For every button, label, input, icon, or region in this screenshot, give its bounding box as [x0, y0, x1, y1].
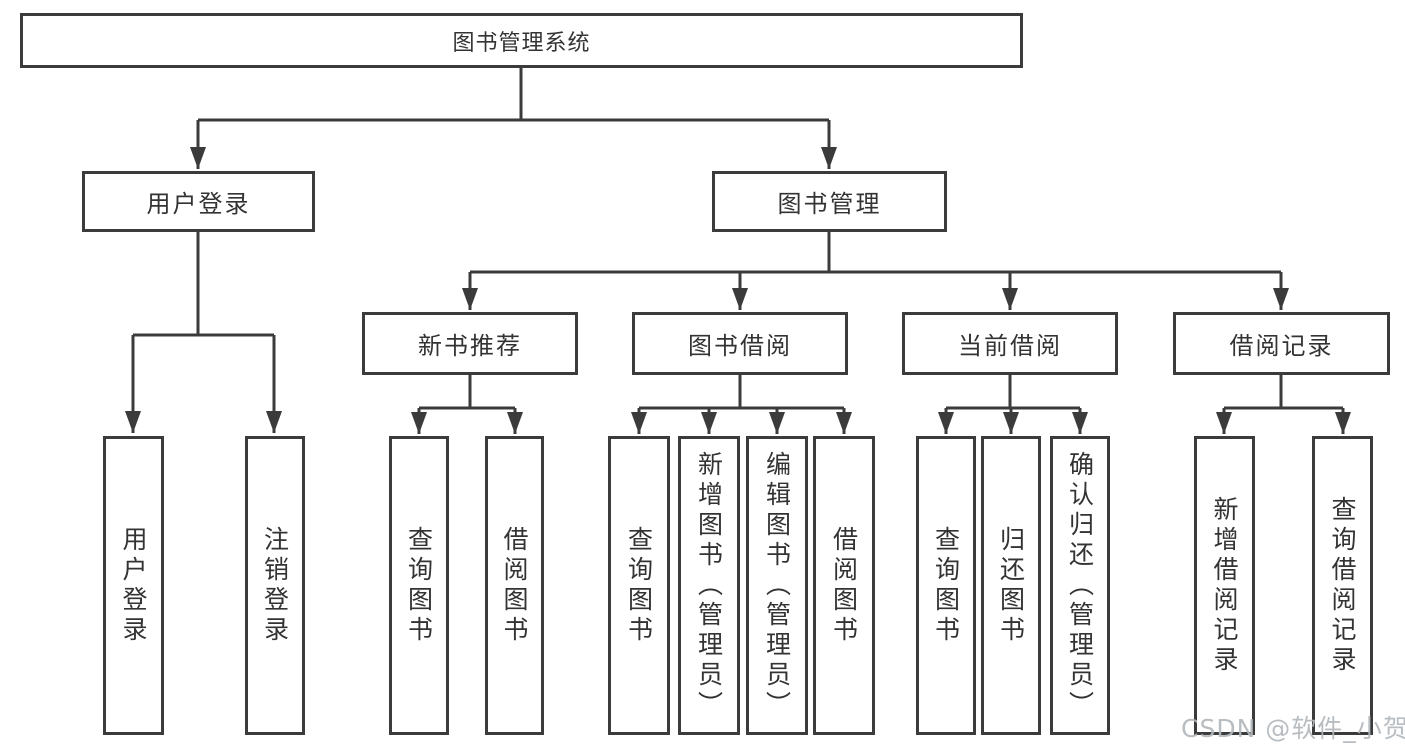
node-label: 查询图书 [404, 525, 434, 646]
leaf-query-books-current: 查询图书 [916, 436, 976, 735]
node-user-login: 用户登录 [82, 171, 315, 232]
node-new-book-recommendation: 新书推荐 [362, 312, 578, 375]
node-label: 当前借阅 [958, 332, 1062, 360]
leaf-return-books: 归还图书 [981, 436, 1041, 735]
node-label: 编辑图书（管理员） [762, 450, 792, 721]
leaf-add-book-admin: 新增图书（管理员） [678, 436, 740, 735]
node-label: 用户登录 [146, 190, 251, 218]
node-library-management-system: 图书管理系统 [20, 13, 1023, 68]
node-label: 用户登录 [119, 525, 148, 646]
leaf-borrow-books: 借阅图书 [813, 436, 875, 735]
leaf-add-borrow-record: 新增借阅记录 [1194, 436, 1255, 735]
node-label: 查询借阅记录 [1328, 495, 1357, 676]
node-label: 归还图书 [996, 525, 1026, 646]
leaf-confirm-return-admin: 确认归还（管理员） [1050, 436, 1110, 735]
node-label: 图书借阅 [688, 332, 792, 360]
node-label: 新书推荐 [418, 332, 522, 360]
leaf-query-books-borrowing: 查询图书 [608, 436, 670, 735]
node-label: 注销登录 [260, 525, 290, 646]
node-label: 确认归还（管理员） [1065, 450, 1095, 721]
node-label: 借阅记录 [1229, 332, 1334, 360]
leaf-query-books-recommend: 查询图书 [389, 436, 449, 735]
leaf-logout: 注销登录 [245, 436, 305, 735]
leaf-query-borrow-record: 查询借阅记录 [1312, 436, 1373, 735]
node-label: 借阅图书 [829, 525, 859, 646]
node-label: 新增图书（管理员） [694, 450, 724, 721]
leaf-borrow-books-recommend: 借阅图书 [485, 436, 544, 735]
node-label: 图书管理 [777, 190, 882, 218]
node-label: 查询图书 [624, 525, 654, 646]
node-label: 借阅图书 [500, 525, 529, 646]
node-book-management: 图书管理 [712, 171, 947, 232]
node-borrowing-records: 借阅记录 [1173, 312, 1390, 375]
node-label: 新增借阅记录 [1210, 495, 1239, 676]
node-label: 图书管理系统 [452, 30, 591, 56]
leaf-edit-book-admin: 编辑图书（管理员） [746, 436, 808, 735]
leaf-user-login: 用户登录 [103, 436, 164, 735]
csdn-watermark: CSDN @软件_小贺同学 [1181, 714, 1405, 743]
node-book-borrowing: 图书借阅 [632, 312, 848, 375]
node-label: 查询图书 [931, 525, 961, 646]
node-current-borrowing: 当前借阅 [902, 312, 1118, 375]
